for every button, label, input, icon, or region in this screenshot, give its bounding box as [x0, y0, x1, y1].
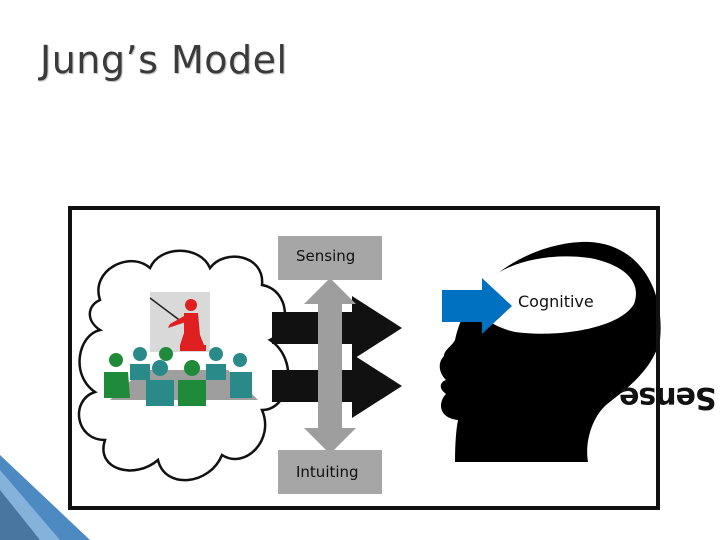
cognitive-label: Cognitive: [518, 292, 594, 311]
diagram-frame: [68, 206, 660, 510]
sense-label: Sense: [620, 380, 717, 415]
slide-title: Jung’s Model: [40, 38, 288, 82]
sensing-label: Sensing: [278, 236, 382, 280]
corner-decoration: [0, 455, 90, 540]
teacher-icon: [149, 292, 210, 352]
audience-icon: [104, 347, 258, 406]
cloud-icon: [77, 249, 290, 482]
cognitive-arrow: [442, 278, 512, 334]
sensing-intuiting-arrow: [304, 278, 356, 454]
intuiting-label: Intuiting: [278, 450, 382, 494]
